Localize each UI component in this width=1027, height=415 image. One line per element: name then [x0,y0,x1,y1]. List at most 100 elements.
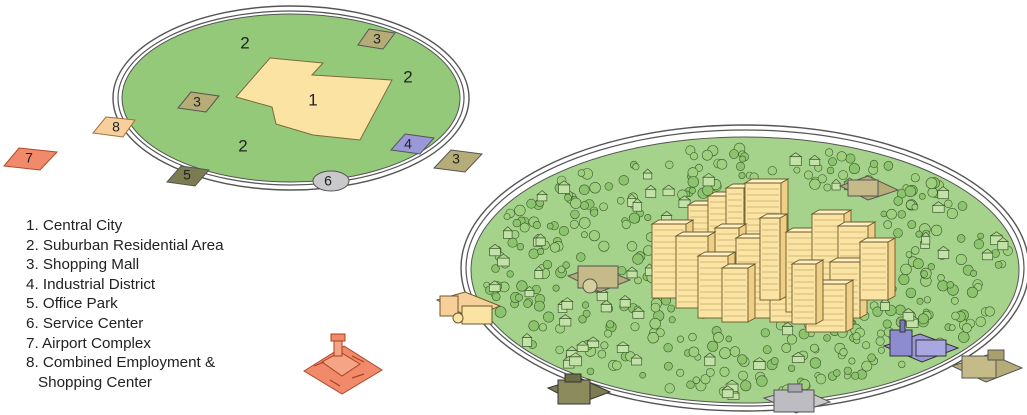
tree-icon [810,344,818,352]
tree-icon [529,321,539,331]
tree-icon [556,346,564,354]
tree-icon [828,158,836,166]
tree-icon [985,307,995,317]
tree-icon [508,238,517,247]
tree-icon [714,332,724,342]
tree-icon [651,303,660,312]
tree-icon [708,341,718,351]
tree-icon [534,301,544,311]
tree-icon [894,229,903,238]
tree-icon [687,381,695,389]
tree-icon [816,374,826,384]
tree-icon [664,362,672,370]
tree-icon [951,297,958,304]
tower-icon [792,260,823,324]
tree-icon [570,220,578,228]
tree-icon [952,312,960,320]
tree-icon [668,305,675,312]
tree-icon [571,210,580,219]
tree-icon [768,166,777,175]
tower-icon [760,214,787,300]
tree-icon [539,324,547,332]
tree-icon [917,298,923,304]
tree-icon [761,329,770,338]
tree-icon [877,330,884,337]
tree-icon [938,281,948,291]
tree-icon [911,174,919,182]
tree-icon [582,302,589,309]
tree-icon [919,193,925,199]
tree-icon [958,202,967,211]
tree-icon [918,314,928,324]
tree-icon [587,368,594,375]
tree-icon [738,371,747,380]
tree-icon [827,167,834,174]
tree-icon [564,194,571,201]
tower-icon [860,238,895,300]
tree-icon [771,357,778,364]
tree-icon [520,223,529,232]
label-airport: 7 [25,150,33,166]
tree-icon [529,249,539,259]
tree-icon [664,343,673,352]
tree-icon [737,355,747,365]
tree-icon [884,221,892,229]
tree-icon [913,259,923,269]
tree-icon [763,346,771,354]
tree-icon [962,323,971,332]
tree-icon [757,376,768,387]
tree-icon [905,186,916,197]
tree-icon [995,261,1002,268]
tree-icon [589,231,599,241]
tree-icon [579,217,590,228]
tree-icon [677,369,684,376]
tree-icon [599,241,609,251]
tree-icon [726,336,732,342]
tree-icon [578,170,585,177]
tree-icon [640,372,646,378]
tree-icon [970,270,976,276]
tree-icon [579,185,589,195]
tree-icon [690,153,697,160]
tree-icon [736,162,744,170]
tree-icon [627,241,637,251]
label-suburban-b: 2 [403,67,412,86]
tree-icon [894,197,903,206]
tree-icon [617,197,624,204]
legend-item-industrial: 4. Industrial District [26,275,224,295]
tree-icon [901,264,912,275]
tree-icon [782,343,791,352]
tree-icon [650,318,661,329]
tree-icon [688,177,699,188]
tree-icon [898,211,906,219]
tree-icon [571,198,582,209]
tree-icon [852,372,859,379]
tree-icon [720,348,731,359]
label-mall-west: 3 [193,94,201,110]
tree-icon [884,161,893,170]
tree-icon [619,175,629,185]
tree-icon [788,365,795,372]
tree-icon [906,288,916,298]
tree-icon [878,347,884,353]
legend-item-shopping-mall: 3. Shopping Mall [26,255,224,275]
tree-icon [899,274,909,284]
tree-icon [908,220,916,228]
tree-icon [906,252,912,258]
tree-icon [492,293,500,301]
tree-icon [787,335,797,345]
tree-icon [921,271,928,278]
tree-icon [579,316,587,324]
tree-icon [702,150,712,160]
tree-icon [911,247,919,255]
label-office-park: 5 [183,167,191,183]
tree-icon [957,235,965,243]
tree-icon [495,307,506,318]
tree-icon [824,335,831,342]
legend-item-airport: 7. Airport Complex [26,334,224,354]
tree-icon [947,208,957,218]
tree-icon [824,184,831,191]
tree-icon [689,187,695,193]
tree-icon [928,263,935,270]
tree-icon [938,274,945,281]
